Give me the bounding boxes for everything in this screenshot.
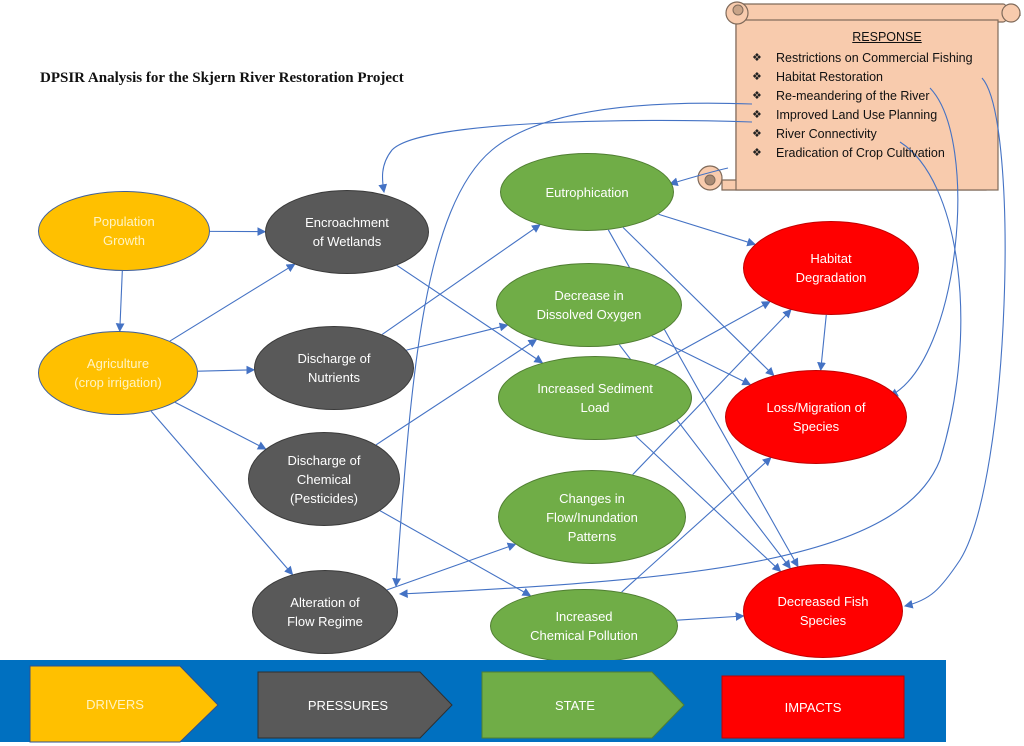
diagram-title: DPSIR Analysis for the Skjern River Rest… — [40, 70, 404, 86]
arrow-flow_inundation-to-habitat_degradation — [632, 309, 792, 476]
arrow-chemical_pollution-to-decreased_fish — [676, 612, 745, 621]
diamond-bullet-icon: ❖ — [752, 90, 762, 102]
arrow-discharge_chemical-to-chemical_pollution — [379, 510, 532, 597]
node-population-growth: Population Growth — [38, 191, 210, 271]
arrow-population_growth-to-agriculture — [115, 270, 125, 333]
diamond-bullet-icon: ❖ — [752, 52, 762, 64]
legend-state: STATE — [555, 697, 595, 713]
node-discharge-of-nutrients: Discharge of Nutrients — [254, 326, 414, 410]
arrow-dissolved_oxygen-to-loss_migration — [651, 335, 752, 386]
node-increased-chemical-pollution: Increased Chemical Pollution — [490, 589, 678, 663]
response-item: ❖Re-meandering of the River — [752, 88, 930, 103]
response-list: ❖Restrictions on Commercial Fishing ❖Hab… — [752, 48, 1002, 162]
node-changes-in-flow-inundation: Changes in Flow/Inundation Patterns — [498, 470, 686, 564]
response-item: ❖Restrictions on Commercial Fishing — [752, 50, 973, 65]
response-item: ❖Habitat Restoration — [752, 69, 884, 84]
response-scroll — [697, 1, 1021, 191]
response-item: ❖Eradication of Crop Cultivation — [752, 145, 945, 160]
response-item: ❖Improved Land Use Planning — [752, 107, 938, 122]
node-encroachment-of-wetlands: Encroachment of Wetlands — [265, 190, 429, 274]
arrow-encroachment-to-sediment_load — [396, 264, 544, 364]
response-arrow-flow-connectivity — [398, 141, 962, 599]
arrow-eutrophication-to-loss_migration — [622, 227, 775, 377]
node-eutrophication: Eutrophication — [500, 153, 674, 231]
node-habitat-degradation: Habitat Degradation — [743, 221, 919, 315]
arrow-chemical_pollution-to-loss_migration — [621, 457, 772, 593]
legend-pressures: PRESSURES — [307, 697, 389, 713]
arrow-discharge_chemical-to-dissolved_oxygen — [375, 339, 538, 446]
arrow-alteration_flow-to-flow_inundation — [386, 542, 517, 591]
response-arrow-to-decreased-fish — [903, 77, 1006, 609]
legend-impacts: IMPACTS — [784, 699, 842, 715]
arrow-agriculture-to-encroachment — [169, 263, 296, 342]
arrow-agriculture-to-discharge_chemical — [174, 401, 267, 450]
arrow-agriculture-to-alteration_flow — [150, 410, 294, 576]
arrow-discharge_nutrients-to-dissolved_oxygen — [406, 322, 509, 351]
diamond-bullet-icon: ❖ — [752, 128, 762, 140]
response-arrow-to-eutrophication — [668, 167, 729, 187]
arrow-eutrophication-to-habitat_degradation — [658, 213, 757, 247]
arrow-habitat_degradation-to-loss_migration — [817, 314, 827, 372]
node-alteration-of-flow-regime: Alteration of Flow Regime — [252, 570, 398, 654]
node-discharge-of-chemical: Discharge of Chemical (Pesticides) — [248, 432, 400, 526]
arrow-sediment_load-to-habitat_degradation — [654, 301, 771, 366]
response-heading: RESPONSE — [852, 30, 922, 44]
arrow-agriculture-to-discharge_nutrients — [197, 365, 256, 375]
legend-drivers: DRIVERS — [86, 696, 144, 712]
node-increased-sediment-load: Increased Sediment Load — [498, 356, 692, 440]
response-arrow-to-alteration-flow — [392, 102, 753, 588]
node-decrease-in-dissolved-oxygen: Decrease in Dissolved Oxygen — [496, 263, 682, 347]
response-item: ❖River Connectivity — [752, 126, 877, 141]
diamond-bullet-icon: ❖ — [752, 147, 762, 159]
diamond-bullet-icon: ❖ — [752, 71, 762, 83]
response-panel: RESPONSE ❖Restrictions on Commercial Fis… — [752, 30, 1002, 162]
node-agriculture: Agriculture (crop irrigation) — [38, 331, 198, 415]
response-arrow-to-encroachment — [378, 119, 753, 194]
arrow-sediment_load-to-decreased_fish — [635, 435, 782, 572]
node-decreased-fish-species: Decreased Fish Species — [743, 564, 903, 658]
node-loss-migration-of-species: Loss/Migration of Species — [725, 370, 907, 464]
arrow-discharge_nutrients-to-eutrophication — [381, 224, 541, 335]
diamond-bullet-icon: ❖ — [752, 109, 762, 121]
